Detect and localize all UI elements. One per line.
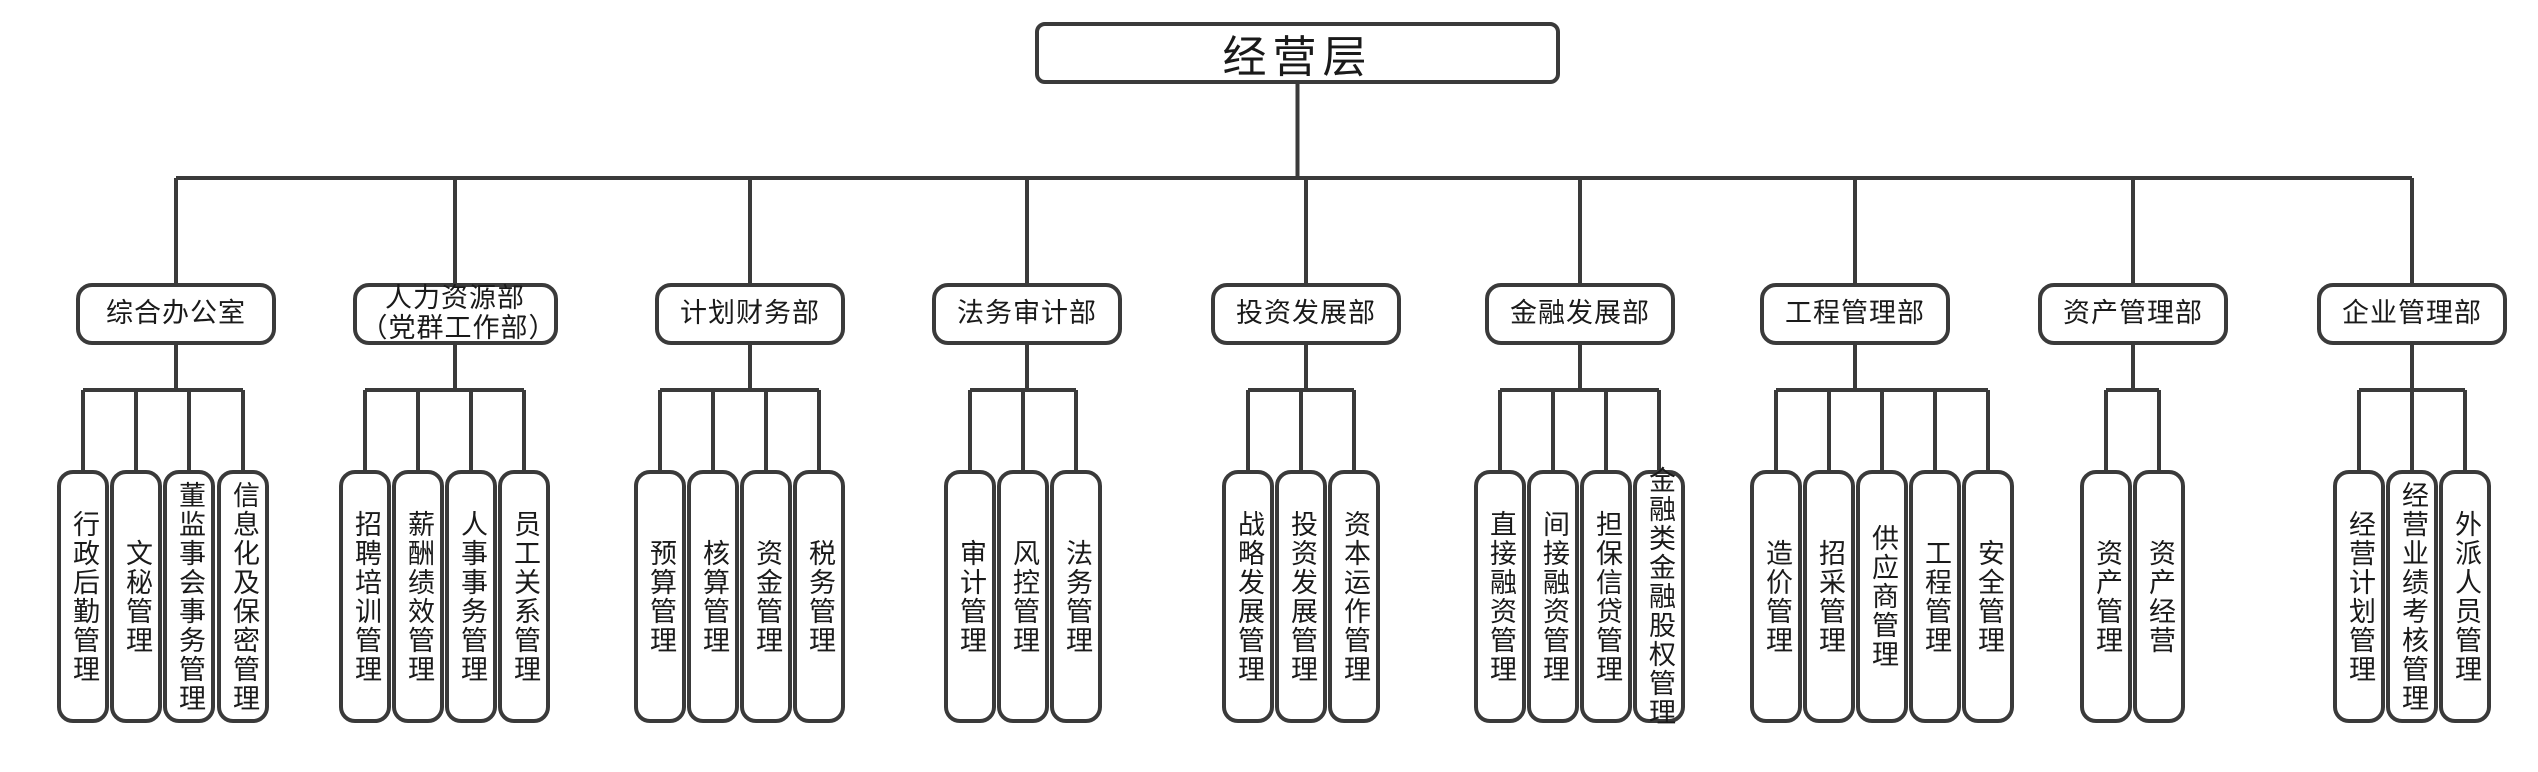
leaf-node-7-1[interactable]: 造价管理 <box>1750 470 1802 723</box>
leaf-node-4-3[interactable]: 法务管理 <box>1050 470 1102 723</box>
department-label: 资产管理部 <box>2063 297 2203 329</box>
leaf-label: 间接融资管理 <box>1538 509 1570 684</box>
leaf-node-7-3[interactable]: 供应商管理 <box>1856 470 1908 723</box>
department-node-4[interactable]: 法务审计部 <box>932 283 1122 345</box>
leaf-label: 金融类金融股权管理 <box>1644 466 1676 727</box>
leaf-node-1-2[interactable]: 文秘管理 <box>110 470 162 723</box>
leaf-node-6-2[interactable]: 间接融资管理 <box>1527 470 1579 723</box>
leaf-node-1-4[interactable]: 信息化及保密管理 <box>217 470 269 723</box>
leaf-node-3-2[interactable]: 核算管理 <box>687 470 739 723</box>
leaf-node-6-4[interactable]: 金融类金融股权管理 <box>1633 466 1685 727</box>
leaf-label: 资本运作管理 <box>1339 509 1371 684</box>
department-label: 投资发展部 <box>1236 297 1376 329</box>
leaf-label: 预算管理 <box>645 538 677 655</box>
leaf-label: 资金管理 <box>751 538 783 655</box>
leaf-node-2-3[interactable]: 人事事务管理 <box>445 470 497 723</box>
leaf-label: 审计管理 <box>955 538 987 655</box>
department-label: 综合办公室 <box>106 297 246 329</box>
leaf-label: 风控管理 <box>1008 538 1040 655</box>
leaf-node-7-4[interactable]: 工程管理 <box>1909 470 1961 723</box>
department-node-6[interactable]: 金融发展部 <box>1485 283 1675 345</box>
department-node-8[interactable]: 资产管理部 <box>2038 283 2228 345</box>
department-node-7[interactable]: 工程管理部 <box>1760 283 1950 345</box>
department-label: 人力资源部 （党群工作部） <box>360 282 557 344</box>
leaf-node-4-2[interactable]: 风控管理 <box>997 470 1049 723</box>
leaf-label: 外派人员管理 <box>2450 509 2482 684</box>
root-node[interactable]: 经营层 <box>1035 22 1560 84</box>
leaf-node-2-1[interactable]: 招聘培训管理 <box>339 470 391 723</box>
leaf-node-3-4[interactable]: 税务管理 <box>793 470 845 723</box>
leaf-label: 信息化及保密管理 <box>228 480 260 713</box>
department-label: 法务审计部 <box>957 297 1097 329</box>
leaf-node-5-2[interactable]: 投资发展管理 <box>1275 470 1327 723</box>
leaf-label: 人事事务管理 <box>456 509 488 684</box>
leaf-label: 经营业绩考核管理 <box>2397 480 2429 713</box>
department-node-2[interactable]: 人力资源部 （党群工作部） <box>352 282 558 345</box>
leaf-node-6-3[interactable]: 担保信贷管理 <box>1580 470 1632 723</box>
leaf-node-1-1[interactable]: 行政后勤管理 <box>57 470 109 723</box>
leaf-label: 资产经营 <box>2144 538 2176 655</box>
leaf-node-3-1[interactable]: 预算管理 <box>634 470 686 723</box>
leaf-node-9-1[interactable]: 经营计划管理 <box>2333 470 2385 723</box>
leaf-node-2-2[interactable]: 薪酬绩效管理 <box>392 470 444 723</box>
leaf-node-8-1[interactable]: 资产管理 <box>2080 470 2132 723</box>
leaf-label: 投资发展管理 <box>1286 509 1318 684</box>
department-label: 计划财务部 <box>680 297 820 329</box>
leaf-node-5-3[interactable]: 资本运作管理 <box>1328 470 1380 723</box>
department-node-5[interactable]: 投资发展部 <box>1211 283 1401 345</box>
leaf-label: 经营计划管理 <box>2344 509 2376 684</box>
leaf-node-2-4[interactable]: 员工关系管理 <box>498 470 550 723</box>
leaf-node-9-3[interactable]: 外派人员管理 <box>2439 470 2491 723</box>
leaf-label: 董监事会事务管理 <box>174 480 206 713</box>
leaf-label: 直接融资管理 <box>1485 509 1517 684</box>
leaf-label: 担保信贷管理 <box>1591 509 1623 684</box>
department-node-9[interactable]: 企业管理部 <box>2317 283 2507 345</box>
leaf-node-5-1[interactable]: 战略发展管理 <box>1222 470 1274 723</box>
leaf-node-4-1[interactable]: 审计管理 <box>944 470 996 723</box>
leaf-node-3-3[interactable]: 资金管理 <box>740 470 792 723</box>
leaf-label: 行政后勤管理 <box>68 509 100 684</box>
department-label: 工程管理部 <box>1785 297 1925 329</box>
leaf-node-7-5[interactable]: 安全管理 <box>1962 470 2014 723</box>
leaf-node-1-3[interactable]: 董监事会事务管理 <box>163 470 215 723</box>
leaf-node-6-1[interactable]: 直接融资管理 <box>1474 470 1526 723</box>
leaf-node-9-2[interactable]: 经营业绩考核管理 <box>2386 470 2438 723</box>
root-node-label: 经营层 <box>1222 32 1373 83</box>
leaf-label: 税务管理 <box>804 538 836 655</box>
department-node-3[interactable]: 计划财务部 <box>655 283 845 345</box>
leaf-label: 资产管理 <box>2091 538 2123 655</box>
leaf-label: 核算管理 <box>698 538 730 655</box>
leaf-label: 员工关系管理 <box>509 509 541 684</box>
leaf-label: 造价管理 <box>1761 538 1793 655</box>
leaf-label: 供应商管理 <box>1867 524 1899 669</box>
department-label: 企业管理部 <box>2342 297 2482 329</box>
leaf-label: 薪酬绩效管理 <box>403 509 435 684</box>
leaf-label: 战略发展管理 <box>1233 509 1265 684</box>
leaf-node-8-2[interactable]: 资产经营 <box>2133 470 2185 723</box>
department-label: 金融发展部 <box>1510 297 1650 329</box>
department-node-1[interactable]: 综合办公室 <box>76 283 276 345</box>
leaf-label: 法务管理 <box>1061 538 1093 655</box>
leaf-label: 安全管理 <box>1973 538 2005 655</box>
leaf-label: 招采管理 <box>1814 538 1846 655</box>
leaf-node-7-2[interactable]: 招采管理 <box>1803 470 1855 723</box>
leaf-label: 招聘培训管理 <box>350 509 382 684</box>
leaf-label: 文秘管理 <box>121 538 153 655</box>
leaf-label: 工程管理 <box>1920 538 1952 655</box>
